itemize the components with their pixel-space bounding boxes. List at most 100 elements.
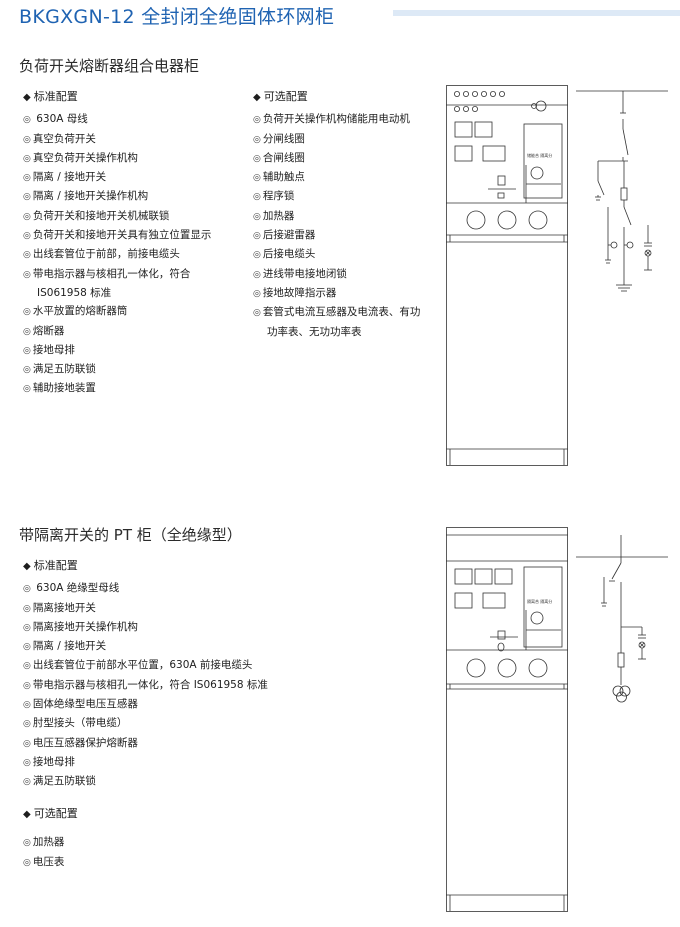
bullet-icon: ◎ bbox=[23, 153, 31, 164]
list-item: ◎合闸线圈 bbox=[253, 151, 305, 164]
bullet-icon: ◎ bbox=[23, 250, 31, 261]
list-item: ◎满足五防联锁 bbox=[23, 775, 96, 788]
list-item: ◎水平放置的熔断器筒 bbox=[23, 305, 128, 318]
list-item: ◎真空负荷开关 bbox=[23, 132, 96, 145]
list-item: ◎负荷开关操作机构储能用电动机 bbox=[253, 113, 410, 126]
cabinet1-label: 储能合 隔离分 bbox=[527, 152, 552, 158]
list-item: ◎隔离 / 接地开关 bbox=[23, 640, 107, 653]
list-item: ◎后接电缆头 bbox=[253, 248, 316, 261]
list-item: ◎辅助接地装置 bbox=[23, 382, 96, 395]
list-item: ◎接地母排 bbox=[23, 343, 75, 356]
section1-title: 负荷开关熔断器组合电器柜 bbox=[19, 57, 200, 75]
list-item: ◎后接避雷器 bbox=[253, 229, 316, 242]
bullet-icon: ◎ bbox=[253, 192, 261, 203]
bullet-icon: ◎ bbox=[23, 345, 31, 356]
list-item: ◎进线带电接地闭锁 bbox=[253, 267, 347, 280]
header-accent-bar bbox=[393, 10, 680, 16]
bullet-icon: ◎ bbox=[23, 757, 31, 768]
list-item: ◎出线套管位于前部水平位置，630A 前接电缆头 bbox=[23, 659, 253, 672]
bullet-icon: ◎ bbox=[23, 700, 31, 711]
bullet-icon: ◎ bbox=[23, 584, 31, 595]
list-item: ◎隔离接地开关 bbox=[23, 601, 96, 614]
diamond-icon: ◆ bbox=[23, 92, 31, 103]
section1-optional-list: ◆可选配置 ◎负荷开关操作机构储能用电动机 ◎分闸线圈 ◎合闸线圈 ◎辅助触点 … bbox=[253, 88, 420, 341]
diamond-icon: ◆ bbox=[253, 92, 261, 103]
page-title: BKGXGN-12 全封闭全绝固体环网柜 bbox=[19, 6, 335, 28]
list-item: ◎隔离 / 接地开关操作机构 bbox=[23, 190, 149, 203]
section2-standard-list: ◆标准配置 ◎ 630A 绝缘型母线 ◎隔离接地开关 ◎隔离接地开关操作机构 ◎… bbox=[23, 557, 268, 792]
bullet-icon: ◎ bbox=[23, 231, 31, 242]
section2-optional-list: ◆可选配置 ◎加热器 ◎电压表 bbox=[23, 805, 78, 872]
cabinet2-front-view: 隔离合 隔离分 bbox=[446, 527, 568, 912]
list-item: ◎加热器 bbox=[253, 209, 295, 222]
list-item: ◎电压互感器保护熔断器 bbox=[23, 736, 138, 749]
cabinet2-label: 隔离合 隔离分 bbox=[527, 598, 552, 604]
bullet-icon: ◎ bbox=[23, 622, 31, 633]
cabinet2-wiring-diagram bbox=[576, 535, 668, 703]
list-item: ◎接地母排 bbox=[23, 755, 75, 768]
diamond-icon: ◆ bbox=[23, 561, 31, 572]
bullet-icon: ◎ bbox=[253, 211, 261, 222]
bullet-icon: ◎ bbox=[23, 738, 31, 749]
list-item: ◎分闸线圈 bbox=[253, 132, 305, 145]
bullet-icon: ◎ bbox=[23, 134, 31, 145]
section2-standard-heading: ◆标准配置 bbox=[23, 559, 78, 572]
section1-standard-list: ◆标准配置 ◎ 630A 母线 ◎真空负荷开关 ◎真空负荷开关操作机构 ◎隔离 … bbox=[23, 88, 211, 399]
list-item: ◎固体绝缘型电压互感器 bbox=[23, 698, 138, 711]
list-item: ◎带电指示器与核相孔一体化，符合 bbox=[23, 267, 191, 280]
list-item: ◎负荷开关和接地开关机械联锁 bbox=[23, 209, 170, 222]
section2-optional-heading: ◆可选配置 bbox=[23, 807, 78, 820]
list-item: ◎ 630A 母线 bbox=[23, 113, 88, 126]
bullet-icon: ◎ bbox=[23, 115, 31, 126]
bullet-icon: ◎ bbox=[23, 719, 31, 730]
list-item: ◎ 630A 绝缘型母线 bbox=[23, 582, 120, 595]
bullet-icon: ◎ bbox=[253, 250, 261, 261]
bullet-icon: ◎ bbox=[253, 115, 261, 126]
list-item: ◎辅助触点 bbox=[253, 171, 305, 184]
bullet-icon: ◎ bbox=[23, 603, 31, 614]
list-item-continuation: 功率表、无功功率表 bbox=[267, 325, 362, 338]
bullet-icon: ◎ bbox=[23, 661, 31, 672]
bullet-icon: ◎ bbox=[23, 365, 31, 376]
list-item: ◎套管式电流互感器及电流表、有功 bbox=[253, 306, 421, 319]
list-item: ◎负荷开关和接地开关具有独立位置显示 bbox=[23, 229, 212, 242]
bullet-icon: ◎ bbox=[23, 384, 31, 395]
bullet-icon: ◎ bbox=[23, 838, 31, 849]
list-item: ◎加热器 bbox=[23, 836, 65, 849]
list-item: ◎真空负荷开关操作机构 bbox=[23, 151, 138, 164]
diamond-icon: ◆ bbox=[23, 809, 31, 820]
bullet-icon: ◎ bbox=[253, 269, 261, 280]
bullet-icon: ◎ bbox=[23, 857, 31, 868]
bullet-icon: ◎ bbox=[23, 173, 31, 184]
list-item-continuation: IS061958 标准 bbox=[37, 286, 112, 299]
list-item: ◎隔离接地开关操作机构 bbox=[23, 620, 138, 633]
bullet-icon: ◎ bbox=[253, 134, 261, 145]
bullet-icon: ◎ bbox=[23, 211, 31, 222]
bullet-icon: ◎ bbox=[23, 192, 31, 203]
list-item: ◎带电指示器与核相孔一体化，符合 IS061958 标准 bbox=[23, 678, 268, 691]
list-item: ◎隔离 / 接地开关 bbox=[23, 171, 107, 184]
bullet-icon: ◎ bbox=[23, 642, 31, 653]
list-item: ◎满足五防联锁 bbox=[23, 363, 96, 376]
cabinet1-wiring-diagram bbox=[576, 90, 668, 292]
list-item: ◎出线套管位于前部，前接电缆头 bbox=[23, 248, 180, 261]
section1-standard-heading: ◆标准配置 bbox=[23, 90, 78, 103]
section1-optional-heading: ◆可选配置 bbox=[253, 90, 308, 103]
bullet-icon: ◎ bbox=[23, 680, 31, 691]
list-item: ◎电压表 bbox=[23, 855, 65, 868]
bullet-icon: ◎ bbox=[253, 308, 261, 319]
list-item: ◎熔断器 bbox=[23, 324, 65, 337]
bullet-icon: ◎ bbox=[253, 288, 261, 299]
bullet-icon: ◎ bbox=[23, 777, 31, 788]
list-item: ◎肘型接头（带电缆） bbox=[23, 717, 128, 730]
list-item: ◎程序锁 bbox=[253, 190, 295, 203]
section2-title: 带隔离开关的 PT 柜（全绝缘型） bbox=[19, 526, 242, 544]
bullet-icon: ◎ bbox=[23, 269, 31, 280]
cabinet1-front-view: 储能合 隔离分 bbox=[446, 85, 568, 466]
bullet-icon: ◎ bbox=[253, 153, 261, 164]
bullet-icon: ◎ bbox=[253, 173, 261, 184]
bullet-icon: ◎ bbox=[23, 307, 31, 318]
bullet-icon: ◎ bbox=[23, 326, 31, 337]
bullet-icon: ◎ bbox=[253, 231, 261, 242]
list-item: ◎接地故障指示器 bbox=[253, 286, 337, 299]
